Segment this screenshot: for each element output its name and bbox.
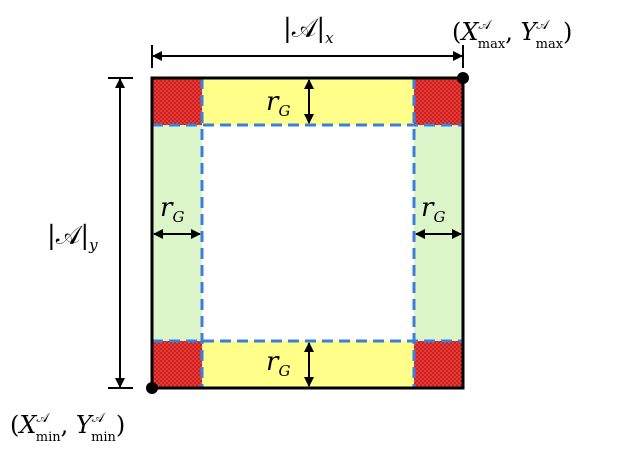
corner-top-left xyxy=(152,78,202,125)
height-label: |𝒜|y xyxy=(47,221,98,254)
min-corner-point xyxy=(146,382,158,394)
corner-top-right xyxy=(414,78,463,125)
radius-label-left: rG xyxy=(160,193,184,226)
area-outline xyxy=(150,76,465,390)
corner-bottom-left xyxy=(152,341,202,388)
corner-bottom-right xyxy=(414,341,463,388)
width-label: |𝒜|x xyxy=(283,14,334,47)
dashed-guides xyxy=(152,78,463,388)
max-corner-point xyxy=(457,72,469,84)
radius-label-right: rG xyxy=(421,193,445,226)
radius-label-bottom: rG xyxy=(266,347,290,380)
radius-label-top: rG xyxy=(266,87,290,120)
